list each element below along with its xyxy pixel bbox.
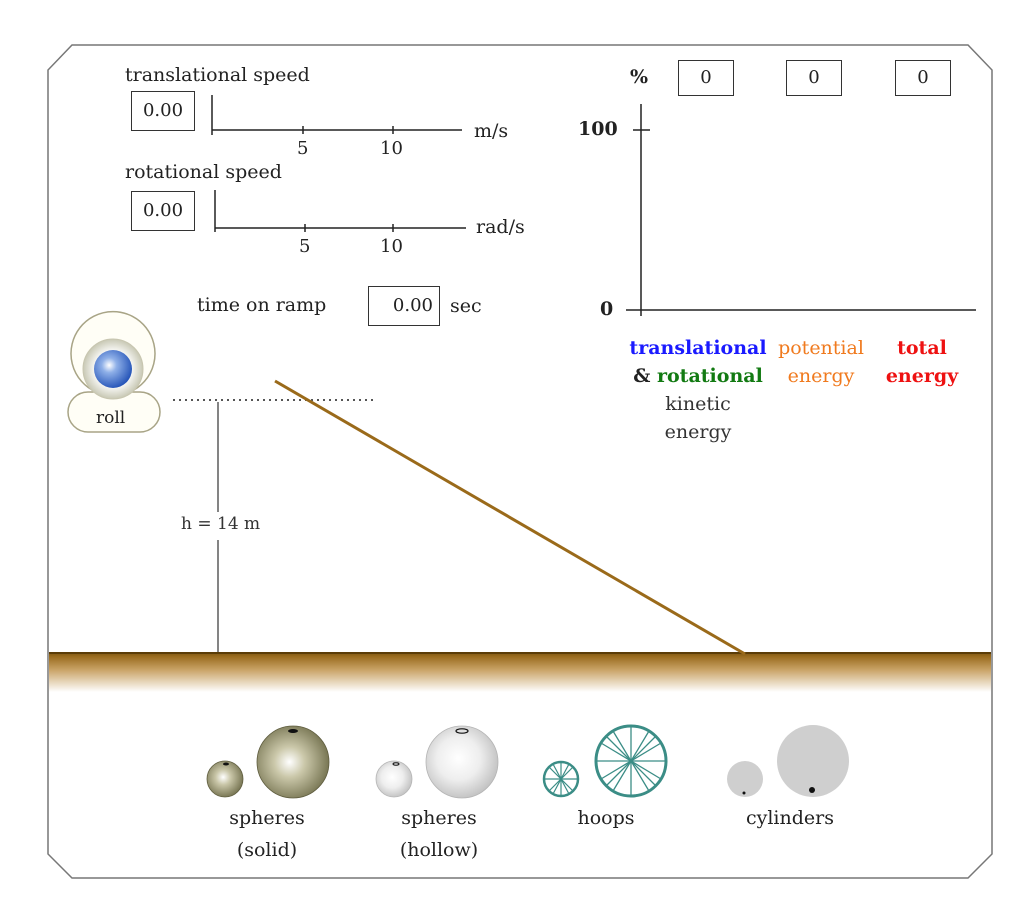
percent-label: % [630,66,649,88]
solid-spheres-icon [206,725,330,799]
shape-solid-spheres[interactable]: spheres (solid) [200,722,334,862]
translational-speed-axis [211,95,462,135]
roll-button-graphic [67,310,161,433]
cylinders-label: cylinders [745,807,834,829]
shape-hoops[interactable]: hoops [540,722,672,862]
rotational-word: rotational [657,365,763,387]
translational-energy-percent: 0 [678,60,734,96]
total-energy-percent: 0 [895,60,951,96]
rotational-speed-axis [214,190,466,232]
potential-energy-word: energy [787,365,855,387]
ground [49,652,991,692]
translational-speed-unit: m/s [474,120,509,142]
translational-speed-value: 0.00 [131,91,195,131]
time-on-ramp-unit: sec [450,295,482,317]
solid-spheres-line2: (solid) [236,839,298,861]
roll-button[interactable]: roll [68,330,160,434]
rotational-tick-5: 5 [299,236,311,257]
shape-hollow-spheres[interactable]: spheres (hollow) [372,722,506,862]
hoops-label: hoops [577,807,635,829]
kinetic-energy-legend: translational & rotational kinetic energ… [620,334,776,446]
rotational-speed-unit: rad/s [476,216,525,238]
total-word: total [897,337,947,359]
total-energy-legend: total energy [876,334,968,390]
cylinders-icon [727,725,849,797]
translational-tick-10: 10 [380,138,403,159]
rotational-line: & rotational [620,362,776,390]
ampersand: & [633,365,651,387]
total-energy-word: energy [885,365,959,387]
shape-cylinders[interactable]: cylinders [720,722,860,862]
kinetic-word: kinetic [665,393,731,415]
rotational-speed-value: 0.00 [131,191,195,231]
time-on-ramp-label: time on ramp [197,294,327,316]
hollow-spheres-label: spheres (hollow) [372,802,506,866]
hoops-icon [542,724,668,798]
solid-spheres-line1: spheres [229,807,305,829]
translational-tick-5: 5 [297,138,309,159]
energy-chart-axes [626,104,976,316]
potential-energy-percent: 0 [786,60,842,96]
y-axis-min-label: 0 [600,298,614,320]
kinetic-energy-word: energy [664,421,732,443]
potential-energy-legend: potential energy [768,334,874,390]
ramp [274,379,746,656]
hollow-spheres-line1: spheres [401,807,477,829]
potential-word: potential [778,337,864,359]
time-on-ramp-value: 0.00 [368,286,440,326]
solid-spheres-label: spheres (solid) [200,802,334,866]
rotational-tick-10: 10 [380,236,403,257]
y-axis-max-label: 100 [578,118,618,140]
translational-speed-title: translational speed [125,64,310,86]
rotational-speed-title: rotational speed [125,161,282,183]
hollow-spheres-line2: (hollow) [399,839,479,861]
roll-button-label: roll [96,408,126,428]
height-label: h = 14 m [181,514,261,534]
hollow-spheres-icon [375,725,499,799]
translational-word: translational [629,337,767,359]
